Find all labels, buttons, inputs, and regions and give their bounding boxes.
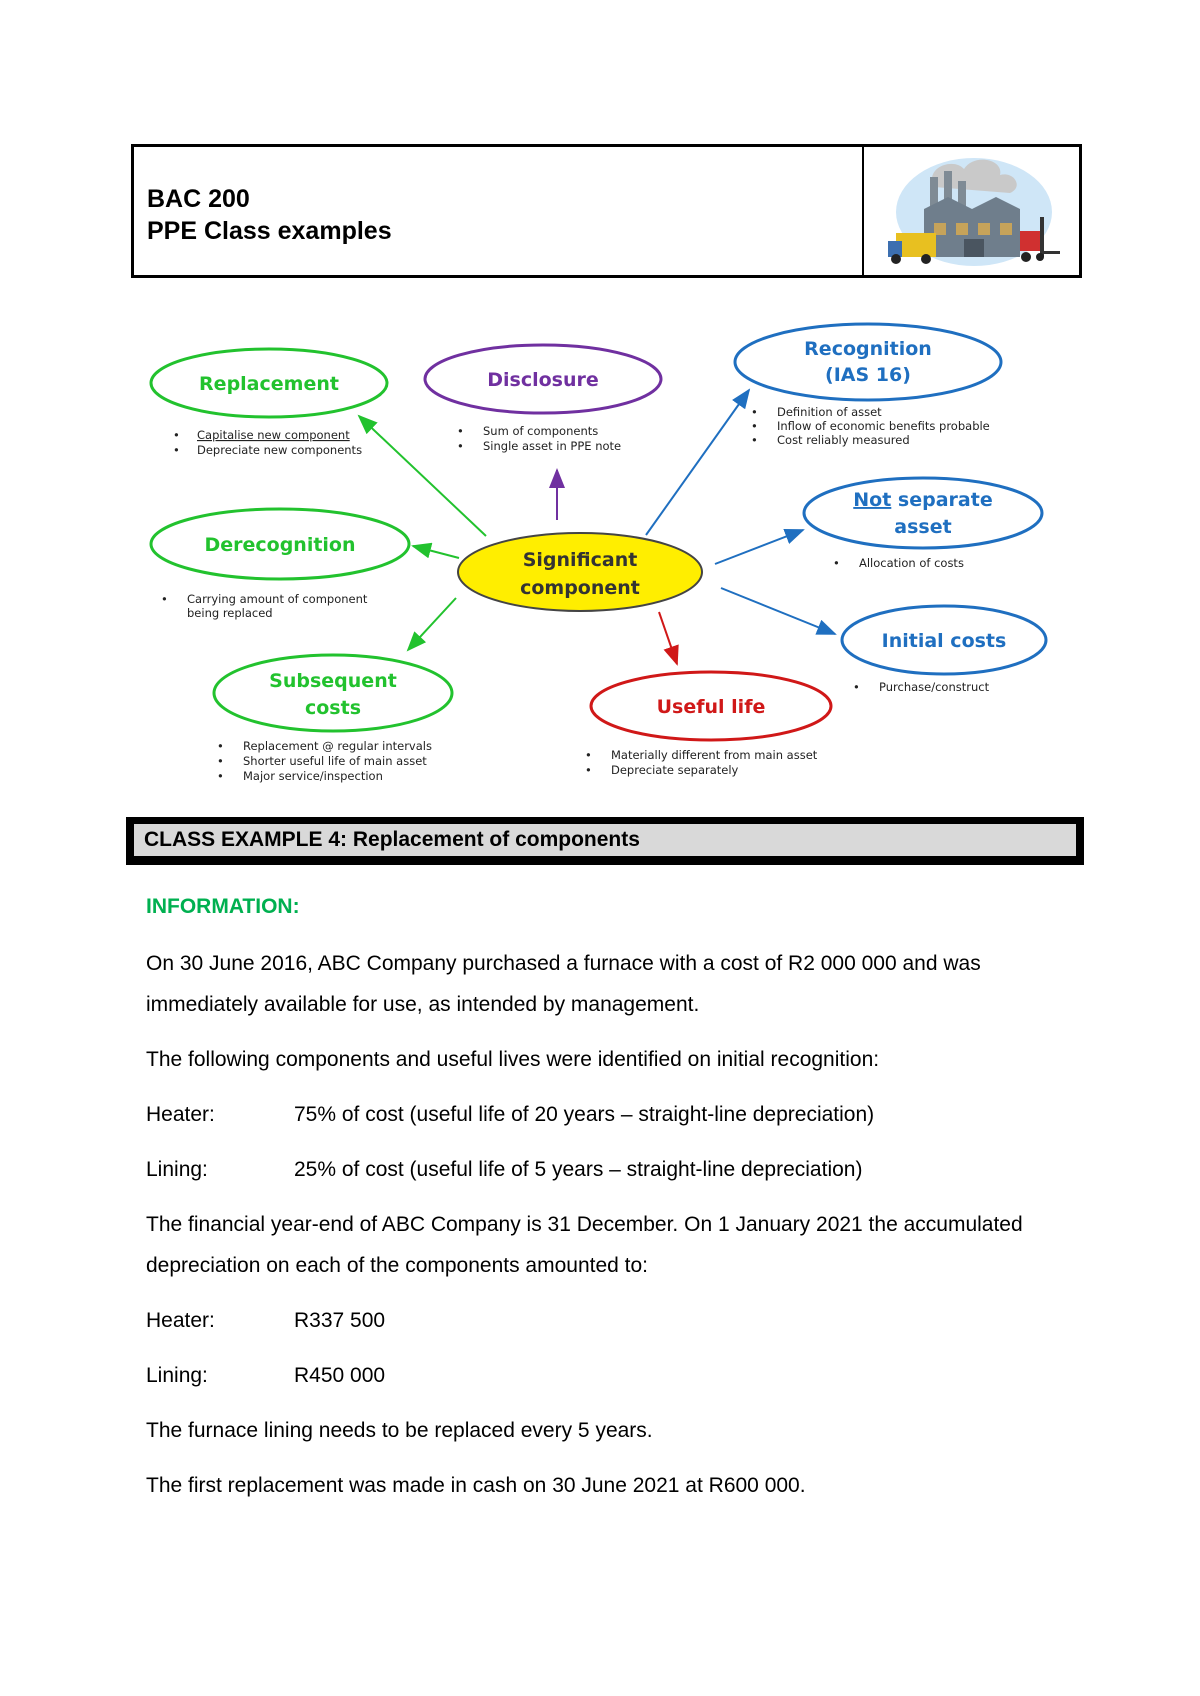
node-derecognition bbox=[149, 507, 411, 581]
useful-life-title: Useful life bbox=[657, 696, 766, 718]
course-code: BAC 200 bbox=[147, 185, 250, 213]
document-title: PPE Class examples bbox=[147, 217, 392, 245]
replacement-title: Replacement bbox=[199, 373, 339, 395]
heater-value: 75% of cost (useful life of 20 years – s… bbox=[294, 1103, 875, 1126]
not-separate-line1: Not separate bbox=[853, 489, 992, 511]
not-separate-bullet-1: Allocation of costs bbox=[859, 556, 964, 570]
connector-recognition bbox=[645, 388, 751, 536]
replacement-bullet-1-marker: • bbox=[173, 428, 180, 442]
useful-life-bullet-1: Materially different from main asset bbox=[611, 748, 818, 762]
node-significant-component bbox=[457, 532, 703, 612]
useful-life-bullet-1-marker: • bbox=[585, 748, 592, 762]
paragraph-replacement-interval: The furnace lining needs to be replaced … bbox=[146, 1419, 653, 1442]
connector-useful-life bbox=[658, 611, 679, 666]
derecognition-bullet-1-marker: • bbox=[161, 592, 168, 606]
component-heater-row: Heater: 75% of cost (useful life of 20 y… bbox=[146, 1094, 1066, 1135]
replacement-bullet-1: Capitalise new component bbox=[197, 428, 350, 442]
recognition-bullet-3: Cost reliably measured bbox=[777, 433, 910, 447]
node-initial-costs bbox=[840, 604, 1048, 676]
ppe-concept-mindmap: Significant component Replacement • Capi… bbox=[149, 322, 1048, 783]
replacement-bullet-2: Depreciate new components bbox=[197, 443, 362, 457]
header-box: BAC 200 PPE Class examples bbox=[131, 144, 1082, 278]
heater-label-2: Heater: bbox=[146, 1309, 215, 1332]
information-heading: INFORMATION: bbox=[146, 895, 300, 918]
disclosure-bullet-1: Sum of components bbox=[483, 424, 598, 438]
subsequent-costs-line2: costs bbox=[305, 697, 361, 719]
derecognition-bullet-1: Carrying amount of component bbox=[187, 592, 368, 606]
header-text: BAC 200 PPE Class examples bbox=[134, 147, 864, 275]
recognition-bullet-3-marker: • bbox=[751, 433, 758, 447]
paragraph-components-intro: The following components and useful live… bbox=[146, 1048, 880, 1071]
initial-costs-bullet-1: Purchase/construct bbox=[879, 680, 990, 694]
heater-amount: R337 500 bbox=[294, 1309, 386, 1332]
initial-costs-title: Initial costs bbox=[882, 630, 1007, 652]
heater-label: Heater: bbox=[146, 1103, 215, 1126]
connector-initial-costs bbox=[720, 587, 837, 635]
connector-replacement bbox=[357, 414, 487, 537]
subsequent-costs-bullet-2: Shorter useful life of main asset bbox=[243, 754, 427, 768]
center-line2: component bbox=[520, 577, 640, 599]
connector-derecognition bbox=[411, 542, 460, 559]
connector-not-separate bbox=[714, 529, 805, 565]
paragraph-purchase: On 30 June 2016, ABC Company purchased a… bbox=[146, 952, 981, 1016]
not-separate-line2: asset bbox=[894, 516, 951, 538]
lining-value: 25% of cost (useful life of 5 years – st… bbox=[294, 1158, 863, 1181]
paragraph-year-end: The financial year-end of ABC Company is… bbox=[146, 1213, 1023, 1277]
class-example-banner: CLASS EXAMPLE 4: Replacement of componen… bbox=[126, 817, 1084, 865]
node-useful-life bbox=[589, 670, 833, 742]
recognition-line2: (IAS 16) bbox=[825, 364, 911, 386]
node-not-separate-asset bbox=[802, 476, 1044, 550]
derecognition-title: Derecognition bbox=[204, 534, 355, 556]
subsequent-costs-bullet-3-marker: • bbox=[217, 769, 224, 783]
useful-life-bullet-2-marker: • bbox=[585, 763, 592, 777]
disclosure-bullet-1-marker: • bbox=[457, 424, 464, 438]
subsequent-costs-bullet-1: Replacement @ regular intervals bbox=[243, 739, 432, 753]
component-lining-row: Lining: 25% of cost (useful life of 5 ye… bbox=[146, 1149, 1066, 1190]
paragraph-first-replacement: The first replacement was made in cash o… bbox=[146, 1474, 806, 1497]
derecognition-bullet-2: being replaced bbox=[187, 606, 273, 620]
accumulated-lining-row: Lining: R450 000 bbox=[146, 1355, 1066, 1396]
recognition-bullet-1-marker: • bbox=[751, 405, 758, 419]
accumulated-heater-row: Heater: R337 500 bbox=[146, 1300, 1066, 1341]
connector-subsequent-costs bbox=[406, 597, 457, 652]
class-example-title: CLASS EXAMPLE 4: Replacement of componen… bbox=[134, 824, 1076, 856]
lining-label-2: Lining: bbox=[146, 1364, 208, 1387]
lining-amount: R450 000 bbox=[294, 1364, 386, 1387]
header-image-cell bbox=[864, 147, 1079, 275]
lining-label: Lining: bbox=[146, 1158, 208, 1181]
subsequent-costs-bullet-3: Major service/inspection bbox=[243, 769, 383, 783]
replacement-bullet-2-marker: • bbox=[173, 443, 180, 457]
initial-costs-bullet-1-marker: • bbox=[853, 680, 860, 694]
center-line1: Significant bbox=[523, 549, 638, 571]
node-disclosure bbox=[423, 343, 663, 415]
recognition-bullet-2-marker: • bbox=[751, 419, 758, 433]
subsequent-costs-bullet-1-marker: • bbox=[217, 739, 224, 753]
information-section: INFORMATION: On 30 June 2016, ABC Compan… bbox=[146, 893, 1066, 1520]
disclosure-title: Disclosure bbox=[487, 369, 599, 391]
node-replacement bbox=[149, 347, 389, 419]
subsequent-costs-line1: Subsequent bbox=[269, 670, 397, 692]
factory-illustration-icon bbox=[888, 158, 1060, 266]
useful-life-bullet-2: Depreciate separately bbox=[611, 763, 739, 777]
node-recognition bbox=[733, 322, 1003, 402]
node-subsequent-costs bbox=[212, 653, 454, 733]
not-separate-bullet-1-marker: • bbox=[833, 556, 840, 570]
disclosure-bullet-2-marker: • bbox=[457, 439, 464, 453]
disclosure-bullet-2: Single asset in PPE note bbox=[483, 439, 621, 453]
recognition-line1: Recognition bbox=[804, 338, 932, 360]
subsequent-costs-bullet-2-marker: • bbox=[217, 754, 224, 768]
recognition-bullet-2: Inflow of economic benefits probable bbox=[777, 419, 990, 433]
recognition-bullet-1: Definition of asset bbox=[777, 405, 882, 419]
